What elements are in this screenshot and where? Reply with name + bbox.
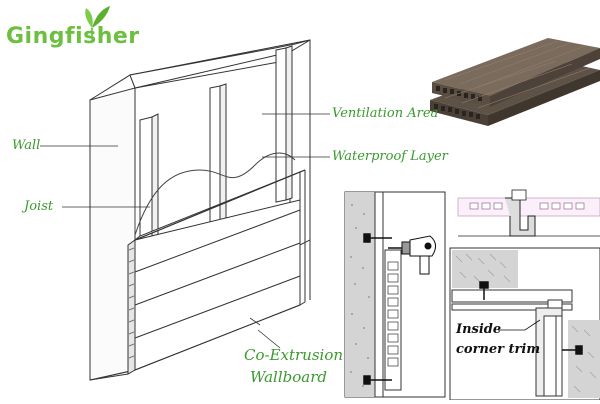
drill-icon <box>388 235 436 275</box>
joists <box>139 45 293 245</box>
label-wallboard-line2: Wallboard <box>250 368 327 386</box>
connector-profile-detail <box>457 189 600 237</box>
leader-lines <box>40 113 330 349</box>
section-detail-drill <box>344 191 446 398</box>
leaf-logo-icon <box>85 6 110 36</box>
screw-icon <box>363 233 392 385</box>
screw-icon <box>479 281 583 355</box>
label-joist: Joist <box>24 199 54 214</box>
label-wallboard-line1: Co-Extrusion <box>244 346 344 364</box>
masonry-corner-right <box>568 320 600 398</box>
wall-assembly <box>89 39 311 381</box>
masonry-wall <box>345 192 375 397</box>
label-corner-trim: corner trim <box>456 342 541 357</box>
wallboard-panels <box>127 169 306 375</box>
brand-logo: Gingfisher <box>6 24 140 49</box>
wallboard-product-image <box>430 38 600 126</box>
label-wall: Wall <box>12 138 41 153</box>
inside-corner-detail <box>449 247 600 401</box>
label-waterproof-layer: Waterproof Layer <box>332 149 448 164</box>
top-slab <box>129 39 311 89</box>
waterproof-membrane <box>134 152 296 236</box>
label-ventilation-area: Ventilation Area <box>332 106 439 121</box>
label-inside: Inside <box>456 322 502 337</box>
board-cross-section <box>384 249 402 391</box>
